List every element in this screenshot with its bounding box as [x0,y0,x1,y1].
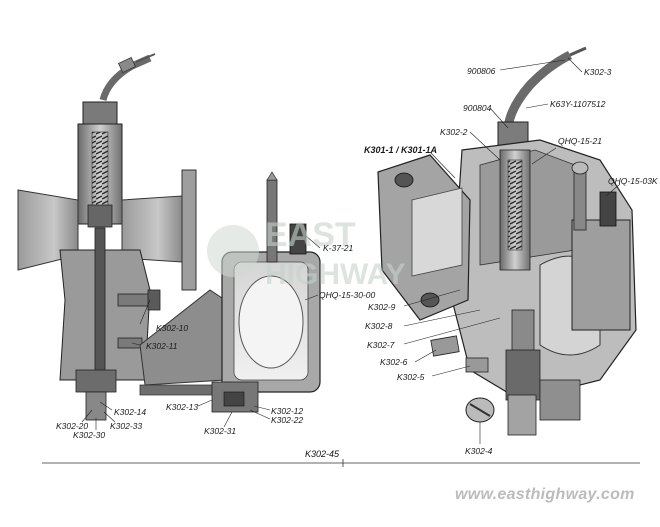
part-label: K302-12 [271,406,304,416]
adjusting-screw-2 [465,357,489,373]
main-jet-holder [85,391,107,421]
part-label: K-37-21 [323,243,354,253]
part-label: K302-20 [56,421,89,431]
part-label: K302-2 [440,127,468,137]
part-label: K302-5 [397,372,425,382]
part-label: K302-10 [156,323,189,333]
part-label: 900804 [463,103,492,113]
part-label: K63Y-1107512 [550,99,606,109]
jet-holder-right [507,394,537,436]
part-label: K302-22 [271,415,304,425]
watermark-logo: EAST HIGHWAY [207,216,406,291]
part-label: QHQ-15-03K [608,176,658,186]
float [238,275,304,369]
part-label: K301-1 / K301-1A [364,145,438,155]
part-label: K302-4 [465,446,493,456]
part-label: K302-8 [365,321,393,331]
part-label: K302-31 [204,426,237,436]
part-label: K302-6 [380,357,408,367]
part-label: K302-14 [114,407,147,417]
tickler-right [599,191,617,227]
tickler [289,223,307,255]
left-section-drawing [17,53,321,430]
part-label: 900806 [467,66,496,76]
float-chamber-right [571,219,631,331]
part-label: K302-13 [166,402,199,412]
throttle-valve [87,204,113,228]
throttle-spring [91,131,109,207]
right-section-drawing [377,46,637,444]
website-watermark: www.easthighway.com [455,486,635,503]
idle-screw [117,337,143,349]
part-label: K302-11 [146,341,178,351]
part-label: K302-9 [368,302,396,312]
cable-adjuster [118,56,136,74]
watermark-line-2: HIGHWAY [265,258,406,291]
watermark-line-1: EAST [265,216,356,254]
part-label: QHQ-15-30-00 [319,290,376,300]
slide-spring [507,159,523,251]
assembly-code: K302-45 [305,449,340,459]
adjusting-screw-1 [430,335,460,357]
part-label: K302-7 [367,340,395,350]
part-label: K302-3 [584,67,612,77]
throttle-cable-right [503,50,573,129]
part-label: QHQ-15-21 [558,136,602,146]
part-label: K302-30 [73,430,106,440]
part-label: K302-33 [110,421,143,431]
outlet-flange [181,169,197,291]
